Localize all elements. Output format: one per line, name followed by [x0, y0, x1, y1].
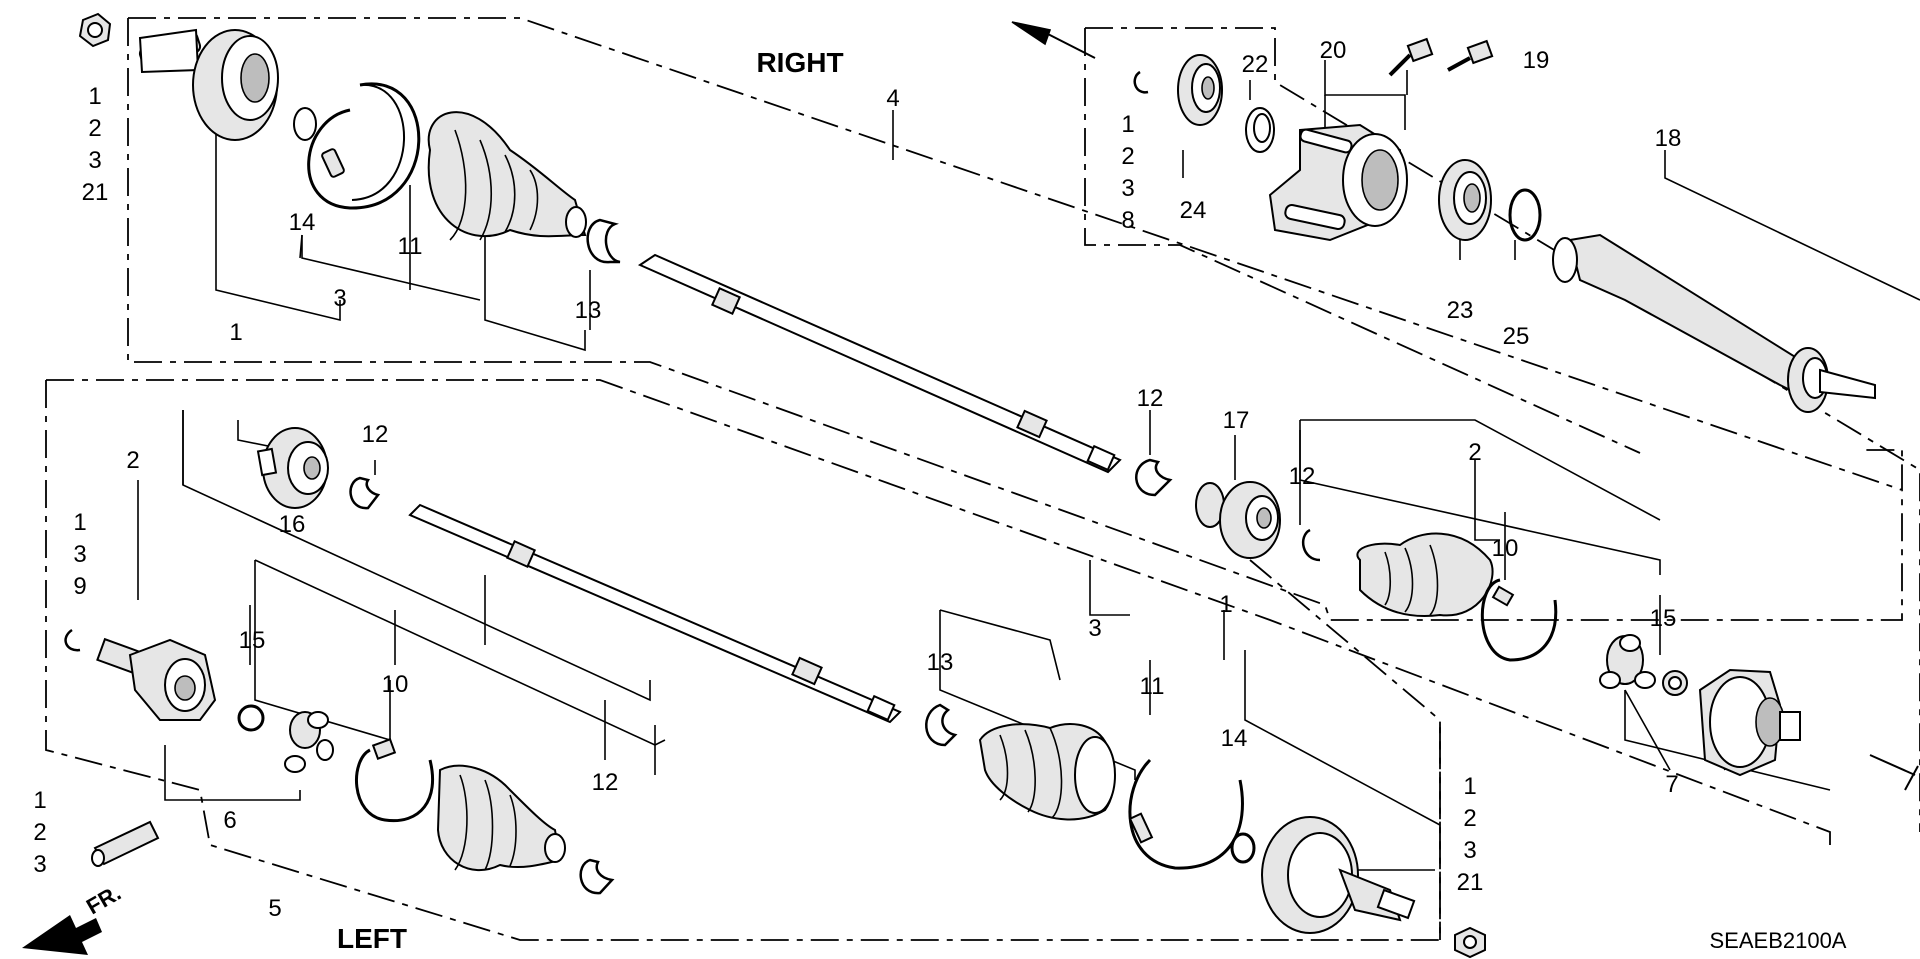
boot-band-top	[307, 82, 421, 210]
callout: 3	[73, 541, 86, 568]
intermediate-shaft	[1552, 233, 1876, 413]
callout: 21	[82, 179, 109, 206]
inner-boot-left	[436, 764, 566, 871]
callout: 12	[1289, 463, 1316, 490]
callout: 2	[126, 447, 139, 474]
tripod-joint	[1599, 634, 1801, 777]
outer-joint-bottom	[1261, 816, 1416, 934]
callout: 2	[1121, 143, 1134, 170]
callout: 12	[1137, 385, 1164, 412]
callout: 25	[1503, 323, 1530, 350]
callout: 2	[1468, 439, 1481, 466]
callout: 3	[1088, 615, 1101, 642]
outer-boot-top	[427, 111, 587, 241]
callout: 22	[1242, 51, 1269, 78]
grease-tube	[91, 820, 160, 867]
bolts	[1388, 37, 1494, 77]
callout: 7	[1665, 771, 1678, 798]
callout: 20	[1320, 37, 1347, 64]
left-half-shaft	[408, 503, 902, 724]
snap-ring-bottom	[1230, 832, 1256, 864]
snap-ring-15-left	[237, 704, 265, 732]
callout: 6	[223, 807, 236, 834]
callout: 18	[1655, 125, 1682, 152]
callout: 15	[239, 627, 266, 654]
callout: 11	[398, 233, 423, 260]
callout: 23	[1447, 297, 1474, 324]
callout: 11	[1140, 673, 1165, 700]
right-half-shaft	[637, 253, 1122, 474]
callout: 1	[73, 509, 86, 536]
front-arrow-icon	[22, 915, 102, 955]
callout: 14	[289, 209, 316, 236]
leader-lines	[137, 60, 1920, 871]
left-outer-joint	[64, 628, 217, 721]
callout: 10	[1492, 535, 1519, 562]
callout: 1	[229, 319, 242, 346]
callout: 13	[575, 297, 602, 324]
callout: 1	[1219, 591, 1232, 618]
flange-nut-bottom	[1454, 926, 1486, 959]
callout: 15	[1650, 605, 1677, 632]
callout: 12	[362, 421, 389, 448]
callout: 17	[1223, 407, 1250, 434]
callout: 2	[1463, 805, 1476, 832]
callout: 9	[73, 573, 86, 600]
callout: 3	[1463, 837, 1476, 864]
inner-joint-housing	[256, 427, 329, 509]
tripod-left	[284, 711, 334, 773]
left-driveshaft-outline	[45, 379, 1831, 941]
boot-band-10-left	[355, 738, 435, 823]
boot-band-11-bottom	[1128, 758, 1244, 870]
callout: 19	[1523, 47, 1550, 74]
callout: 5	[268, 895, 281, 922]
callout: 3	[333, 285, 346, 312]
callout: 24	[1180, 197, 1207, 224]
callout: 14	[1221, 725, 1248, 752]
callout: 4	[886, 85, 899, 112]
bearing-support-group	[1133, 54, 1542, 242]
callout: 3	[88, 147, 101, 174]
callout: 2	[88, 115, 101, 142]
outer-boot-bottom	[978, 723, 1116, 821]
group-outlines	[45, 17, 1920, 941]
callout: 16	[279, 511, 306, 538]
callout-numbers: 1 2 3 21 14 11 3 1 13 4 1 2 3 8 24 22 20…	[33, 37, 1681, 922]
callout: 1	[88, 83, 101, 110]
boot-band-12-left-bottom	[579, 858, 615, 895]
callout: 21	[1457, 869, 1484, 896]
right-outer-joint	[138, 28, 279, 141]
title-right: RIGHT	[756, 47, 843, 78]
callout: 2	[33, 819, 46, 846]
boot-band-13-top	[586, 218, 621, 264]
parts	[22, 12, 1919, 959]
boot-band-12-left-top	[349, 476, 381, 510]
boot-band-12-mid	[1135, 458, 1173, 497]
right-inner-boot	[1301, 528, 1558, 662]
dynamic-damper	[1195, 481, 1281, 559]
callout: 8	[1121, 207, 1134, 234]
right-intermediate-outline	[1084, 27, 1920, 832]
titles: RIGHT LEFT FR. SEAEB2100A	[82, 47, 1847, 954]
callout: 1	[33, 787, 46, 814]
callout: 13	[927, 649, 954, 676]
callout: 12	[592, 769, 619, 796]
right-driveshaft-outline	[127, 17, 1903, 621]
boot-band-13-bottom	[925, 703, 958, 747]
front-direction-label: FR.	[82, 880, 125, 919]
diagram-code: SEAEB2100A	[1710, 928, 1847, 953]
callout: 3	[1121, 175, 1134, 202]
snap-ring-top	[293, 107, 317, 141]
callout: 3	[33, 851, 46, 878]
callout: 1	[1121, 111, 1134, 138]
direction-arrows	[1011, 21, 1919, 791]
callout: 10	[382, 671, 409, 698]
flange-nut-top	[78, 12, 112, 48]
callout: 1	[1463, 773, 1476, 800]
title-left: LEFT	[337, 923, 407, 954]
